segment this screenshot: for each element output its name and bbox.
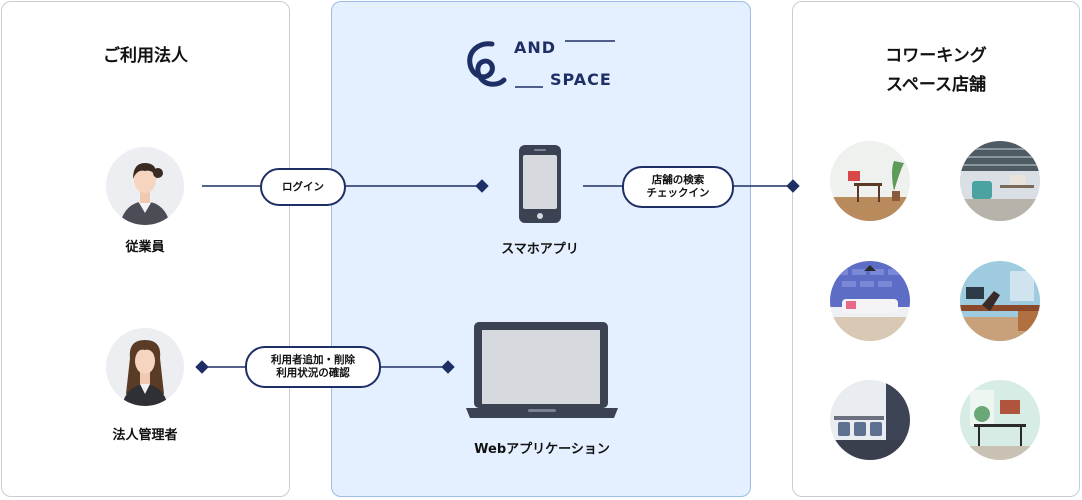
logo-word-and: AND — [514, 38, 557, 57]
store-image-4 — [960, 261, 1040, 341]
admin-label: 法人管理者 — [112, 428, 178, 443]
store-image-5 — [830, 380, 910, 460]
admin-actions-pill: 利用者追加・削除 利用状況の確認 — [245, 346, 381, 388]
logo-mark — [467, 40, 615, 88]
corporate-title: ご利用法人 — [103, 46, 188, 66]
store-image-6 — [960, 380, 1040, 460]
employee-avatar — [106, 147, 184, 225]
smartphone-icon — [519, 145, 561, 223]
store-title-line2: スペース店舗 — [886, 75, 986, 95]
employee-label: 従業員 — [125, 240, 165, 255]
login-label: ログイン — [282, 180, 324, 193]
checkin-label: チェックイン — [646, 187, 710, 199]
admin-action-line1: 利用者追加・削除 — [271, 354, 355, 366]
search-checkin-pill: 店舗の検索 チェックイン — [622, 166, 734, 208]
search-label: 店舗の検索 — [651, 174, 705, 186]
login-pill: ログイン — [260, 168, 346, 206]
admin-action-line2: 利用状況の確認 — [276, 367, 350, 379]
laptop-label: Webアプリケーション — [474, 442, 610, 457]
store-image-1 — [830, 141, 910, 221]
corporate-panel — [1, 1, 290, 497]
store-title-line1: コワーキング — [885, 46, 987, 66]
store-image-2 — [960, 141, 1040, 221]
admin-avatar — [106, 328, 184, 406]
laptop-icon — [466, 322, 618, 418]
store-image-3 — [830, 261, 910, 341]
and-space-logo: AND SPACE — [460, 36, 630, 96]
phone-label: スマホアプリ — [501, 242, 579, 257]
logo-word-space: SPACE — [550, 70, 612, 89]
